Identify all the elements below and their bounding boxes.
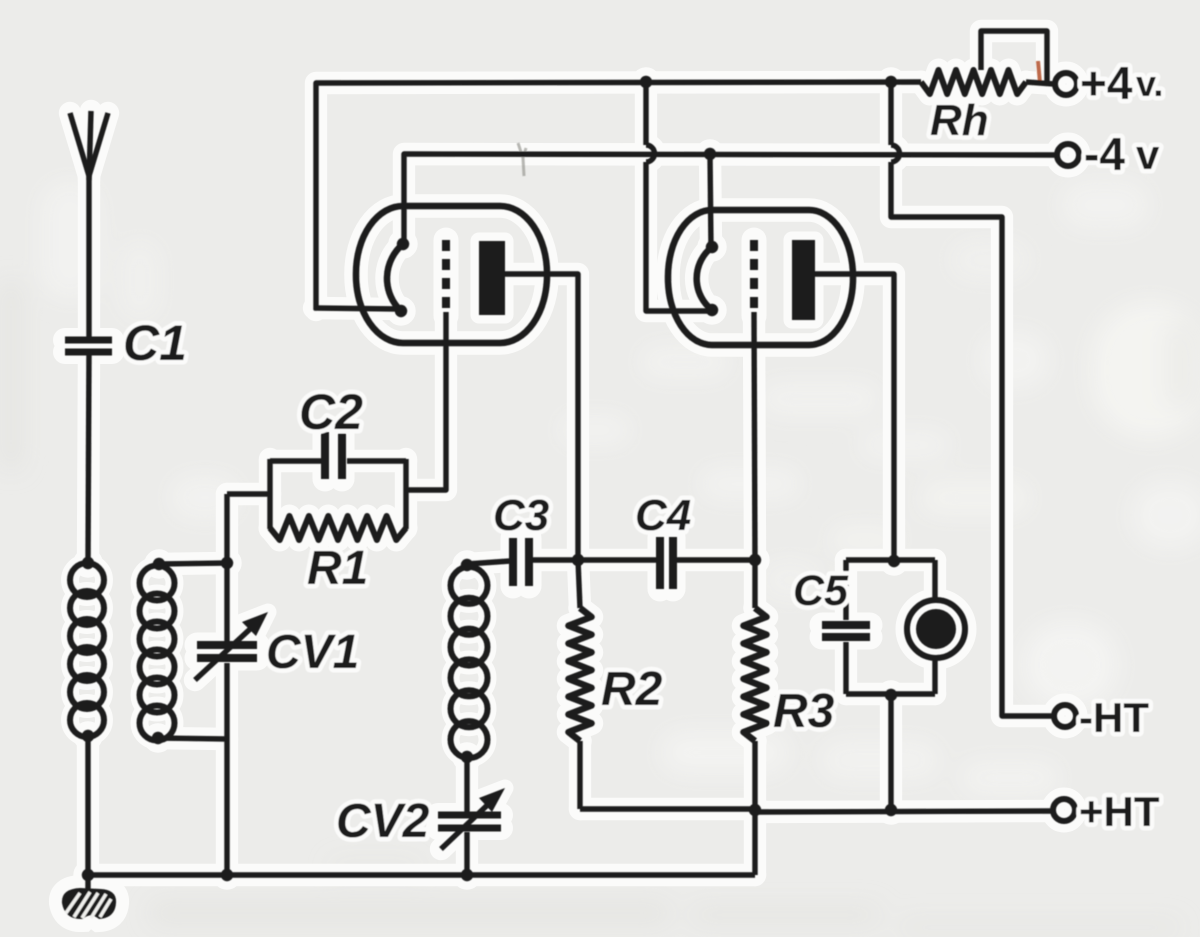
svg-text:CV1: CV1 (266, 626, 359, 679)
svg-text:CV2: CV2 (336, 795, 430, 848)
svg-text:C5: C5 (793, 567, 849, 615)
svg-text:Rh: Rh (930, 96, 989, 145)
svg-text:C1: C1 (123, 315, 187, 371)
svg-text:R3: R3 (773, 685, 835, 738)
svg-text:-HT: -HT (1079, 694, 1149, 741)
svg-text:v: v (1136, 131, 1160, 178)
svg-text:C4: C4 (635, 491, 691, 540)
svg-text:C3: C3 (493, 491, 549, 540)
svg-text:C2: C2 (299, 384, 363, 440)
svg-text:+HT: +HT (1079, 788, 1160, 835)
svg-text:R1: R1 (307, 542, 368, 595)
svg-text:v.: v. (1136, 63, 1163, 104)
svg-text:+4: +4 (1080, 57, 1133, 109)
svg-text:R2: R2 (601, 663, 663, 716)
svg-text:-4: -4 (1084, 128, 1125, 180)
